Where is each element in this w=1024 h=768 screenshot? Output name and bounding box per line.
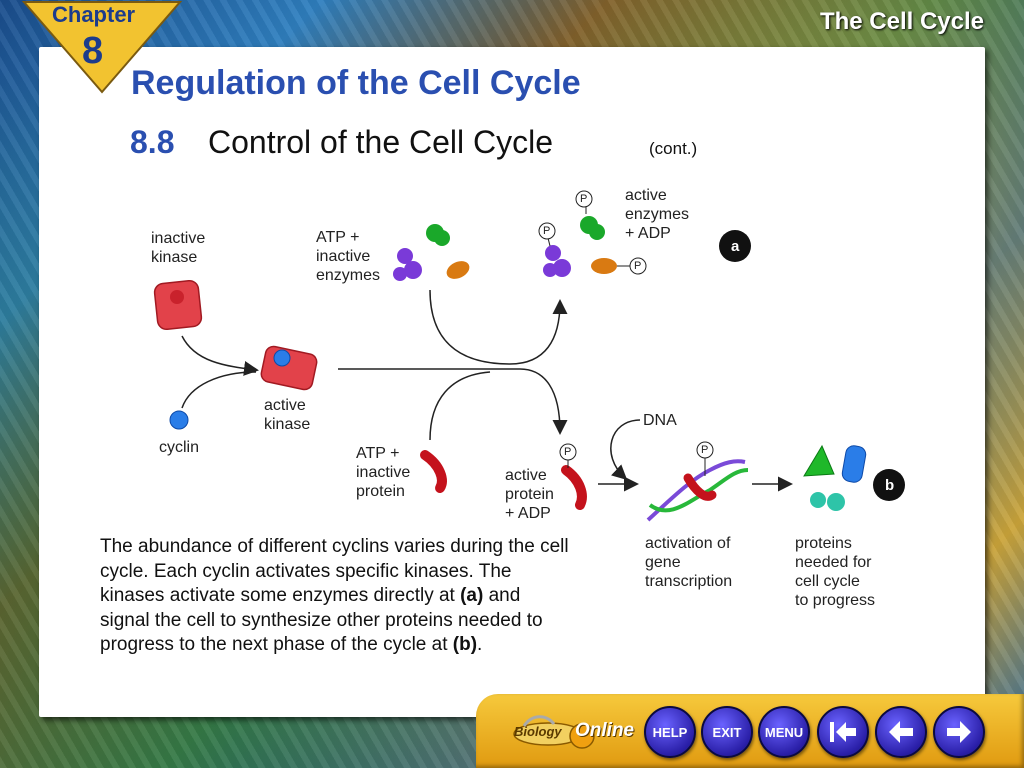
label-atp-inactive-protein: ATP + inactive protein [356,445,411,500]
active-kinase-icon [260,345,318,391]
label-active-enzymes-adp: active enzymes + ADP [625,187,690,242]
section-continued: (cont.) [649,139,698,158]
phosphate-label: P [634,260,642,272]
label-inactive-kinase: inactive kinase [151,230,206,266]
phosphate-markers [538,190,714,461]
previous-slide-icon [889,721,913,743]
slide-caption: The abundance of different cyclins varie… [100,535,570,658]
chapter-number: 8 [82,30,104,72]
label-active-kinase: active kinase [264,397,311,433]
phosphate-label: P [543,225,551,237]
badge-a-label: a [731,238,740,255]
caption-text: The abundance of different cyclins varie… [100,536,569,606]
caption-ref-a: (a) [460,585,484,606]
inactive-protein-icon [420,450,447,493]
section-number: 8.8 [130,124,175,160]
course-title: The Cell Cycle [819,8,984,35]
dna-helix-icon [646,458,749,522]
label-atp-inactive-enzymes: ATP + inactive enzymes [316,229,381,284]
phosphate-label: P [564,446,572,458]
label-dna: DNA [643,412,677,429]
previous-slide-button[interactable] [875,706,927,758]
page-title: Regulation of the Cell Cycle [131,64,581,102]
active-protein-icon [561,465,587,510]
exit-button[interactable]: EXIT [701,706,753,758]
badge-a-icon [719,230,751,262]
first-slide-icon [830,722,856,742]
badge-b-label: b [885,477,895,494]
phosphate-label: P [580,193,588,205]
phosphate-label: P [701,444,709,456]
first-slide-button[interactable] [817,706,869,758]
active-enzymes-icon [543,206,630,277]
help-button[interactable]: HELP [644,706,696,758]
label-proteins-needed: proteins needed for cell cycle to progre… [795,535,876,609]
inactive-kinase-icon [153,279,203,331]
label-cyclin: cyclin [159,439,200,456]
slide-panel [39,47,985,717]
next-slide-icon [947,721,971,743]
caption-ref-b: (b) [452,634,478,655]
next-slide-button[interactable] [933,706,985,758]
logo-text-online: Online [575,720,635,741]
inactive-enzymes-icon [393,224,470,281]
title-bar: The Cell Cycle [0,0,1024,48]
logo-text-biology: Biology [514,724,562,739]
badge-b-icon [873,469,905,501]
biology-online-logo[interactable] [510,710,632,754]
cyclin-icon [169,410,189,430]
label-active-protein-adp: active protein + ADP [505,467,554,522]
section-title: Control of the Cell Cycle [208,124,554,160]
chapter-label: Chapter [52,2,136,27]
menu-button[interactable]: MENU [758,706,810,758]
caption-text: . [477,634,483,655]
label-activation-gene-transcription: activation of gene transcription [645,535,733,590]
caption-text: and signal the cell to synthesize other … [100,585,543,655]
proteins-icon [803,444,867,511]
chapter-badge [22,1,182,94]
